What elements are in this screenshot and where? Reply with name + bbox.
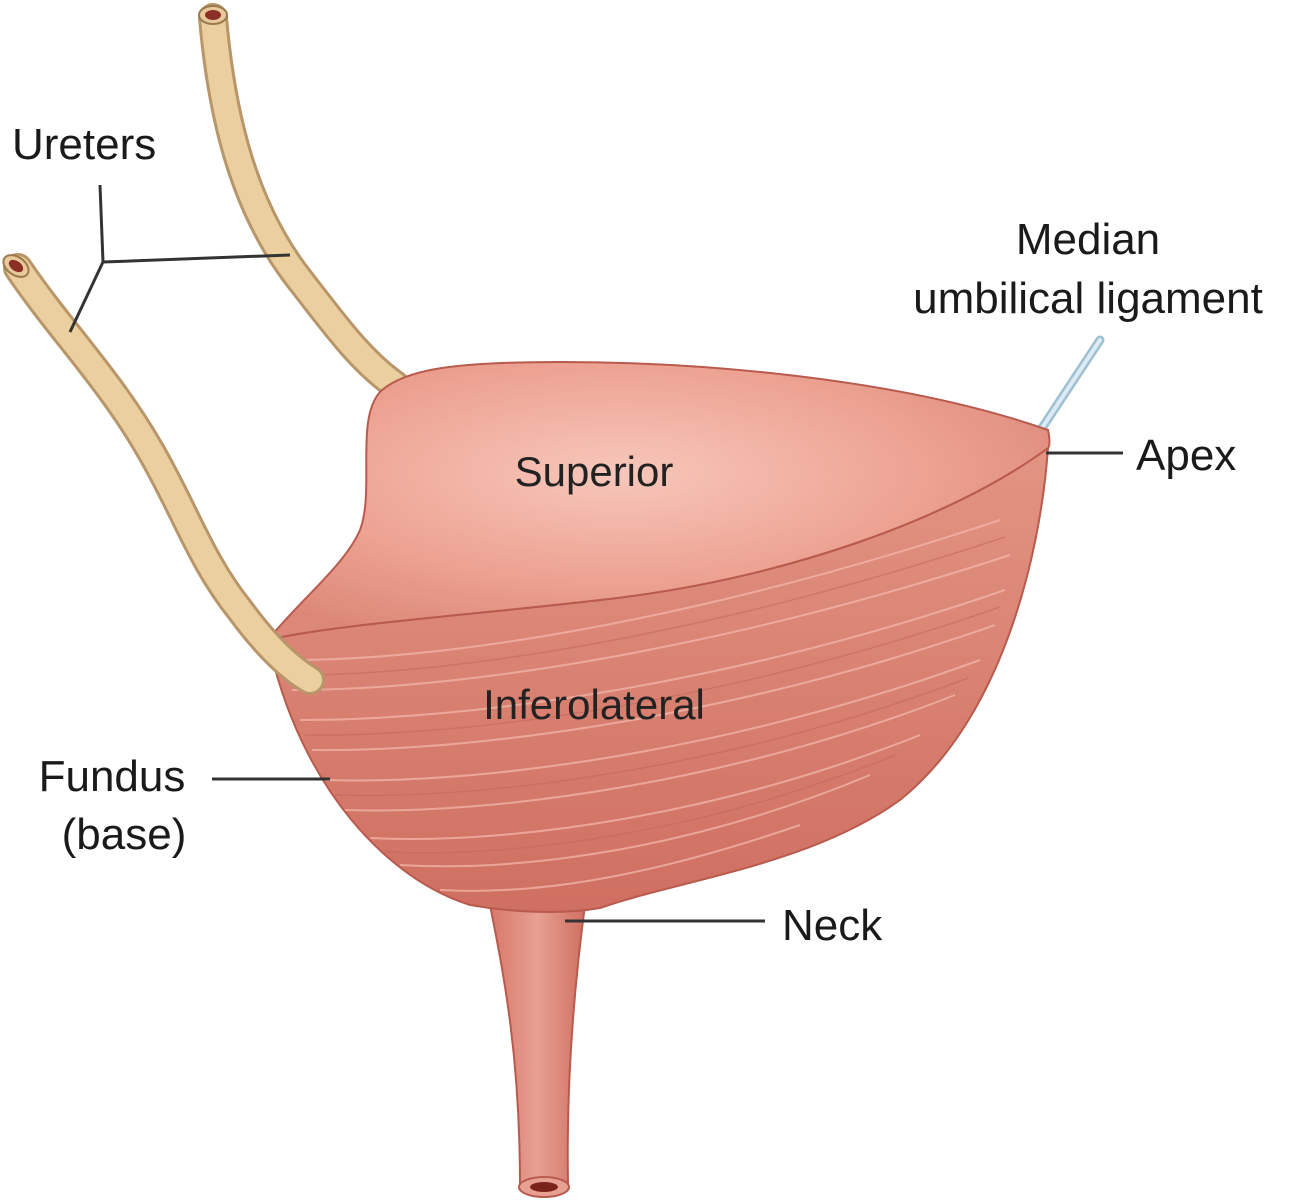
ureters-leader [68, 184, 291, 333]
superior-label: Superior [515, 448, 674, 495]
median-umbilical-ligament [1037, 335, 1105, 433]
labels: Ureters Median umbilical ligament Apex S… [12, 120, 1263, 950]
ureters-label: Ureters [12, 120, 156, 169]
leader-lines [68, 184, 1123, 923]
median-label-line2: umbilical ligament [913, 274, 1263, 323]
inferolateral-surface [266, 445, 1050, 913]
apex-label: Apex [1136, 431, 1236, 480]
ureter-back [198, 3, 410, 400]
bladder-neck [488, 904, 587, 1198]
fundus-label-line1: Fundus [39, 752, 186, 801]
median-label-line1: Median [1016, 215, 1160, 264]
fundus-label-line2: (base) [62, 810, 187, 859]
inferolateral-label: Inferolateral [483, 681, 705, 728]
superior-surface [265, 360, 1051, 642]
ureter-front [2, 253, 325, 695]
neck-label: Neck [782, 901, 883, 950]
